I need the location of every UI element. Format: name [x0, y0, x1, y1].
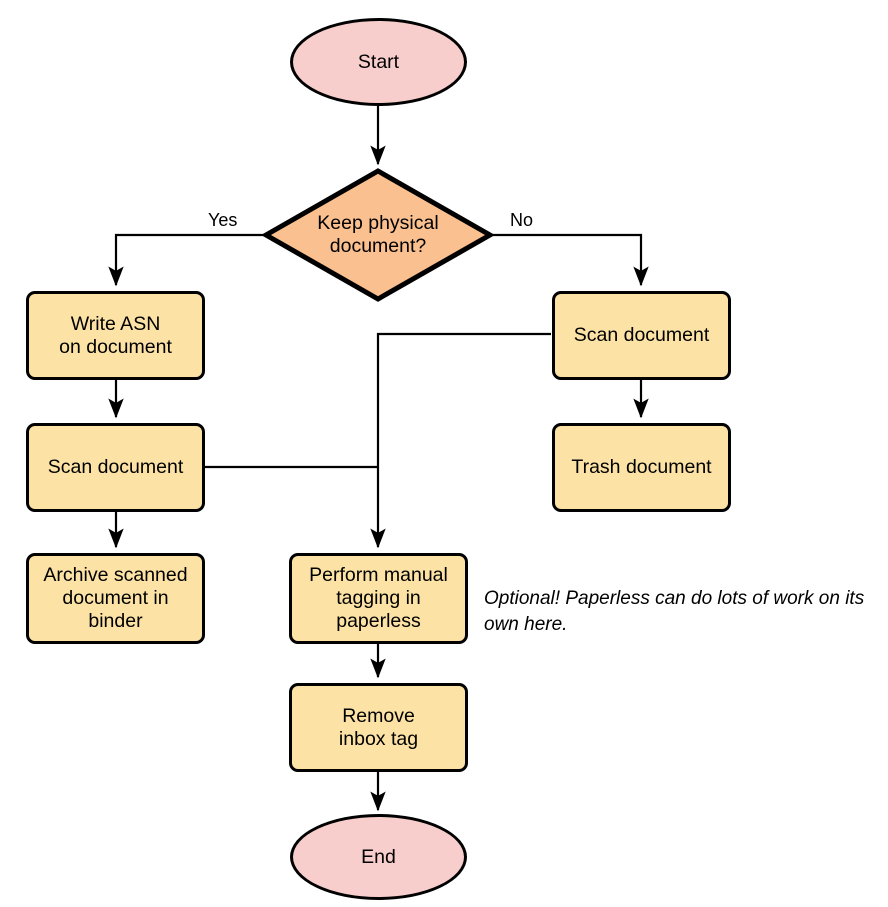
node-decision[interactable]: Keep physical document? [263, 168, 493, 302]
node-write-asn[interactable]: Write ASN on document [26, 291, 205, 380]
node-end[interactable]: End [290, 814, 467, 900]
node-start-label: Start [357, 50, 400, 73]
node-write-asn-label: Write ASN on document [59, 312, 172, 358]
node-archive-document-label: Archive scanned document in binder [43, 564, 188, 632]
node-manual-tagging-label: Perform manual tagging in paperless [309, 564, 448, 632]
diamond-shape [263, 168, 493, 302]
node-scan-document-left[interactable]: Scan document [26, 423, 205, 512]
node-trash-document[interactable]: Trash document [552, 423, 731, 512]
edge-scan-right-to-manual-tagging [370, 332, 551, 549]
edge-label-no: No [510, 210, 534, 230]
node-scan-document-left-label: Scan document [47, 456, 184, 478]
node-archive-document[interactable]: Archive scanned document in binder [26, 553, 205, 644]
node-manual-tagging[interactable]: Perform manual tagging in paperless [289, 553, 468, 644]
node-trash-document-label: Trash document [571, 456, 712, 478]
edge-decision-no-to-scan-right [493, 233, 649, 287]
node-remove-inbox-tag[interactable]: Remove inbox tag [289, 683, 468, 772]
node-start[interactable]: Start [290, 18, 467, 106]
node-end-label: End [361, 845, 396, 868]
annotation-optional-paperless: Optional! Paperless can do lots of work … [484, 588, 865, 635]
node-scan-document-right[interactable]: Scan document [552, 291, 731, 380]
edge-label-yes: Yes [208, 210, 238, 230]
node-remove-inbox-tag-label: Remove inbox tag [338, 704, 419, 750]
edge-decision-yes-to-write-asn [108, 233, 264, 287]
node-scan-document-right-label: Scan document [573, 324, 710, 346]
node-decision-label: Keep physical document? [317, 212, 439, 257]
